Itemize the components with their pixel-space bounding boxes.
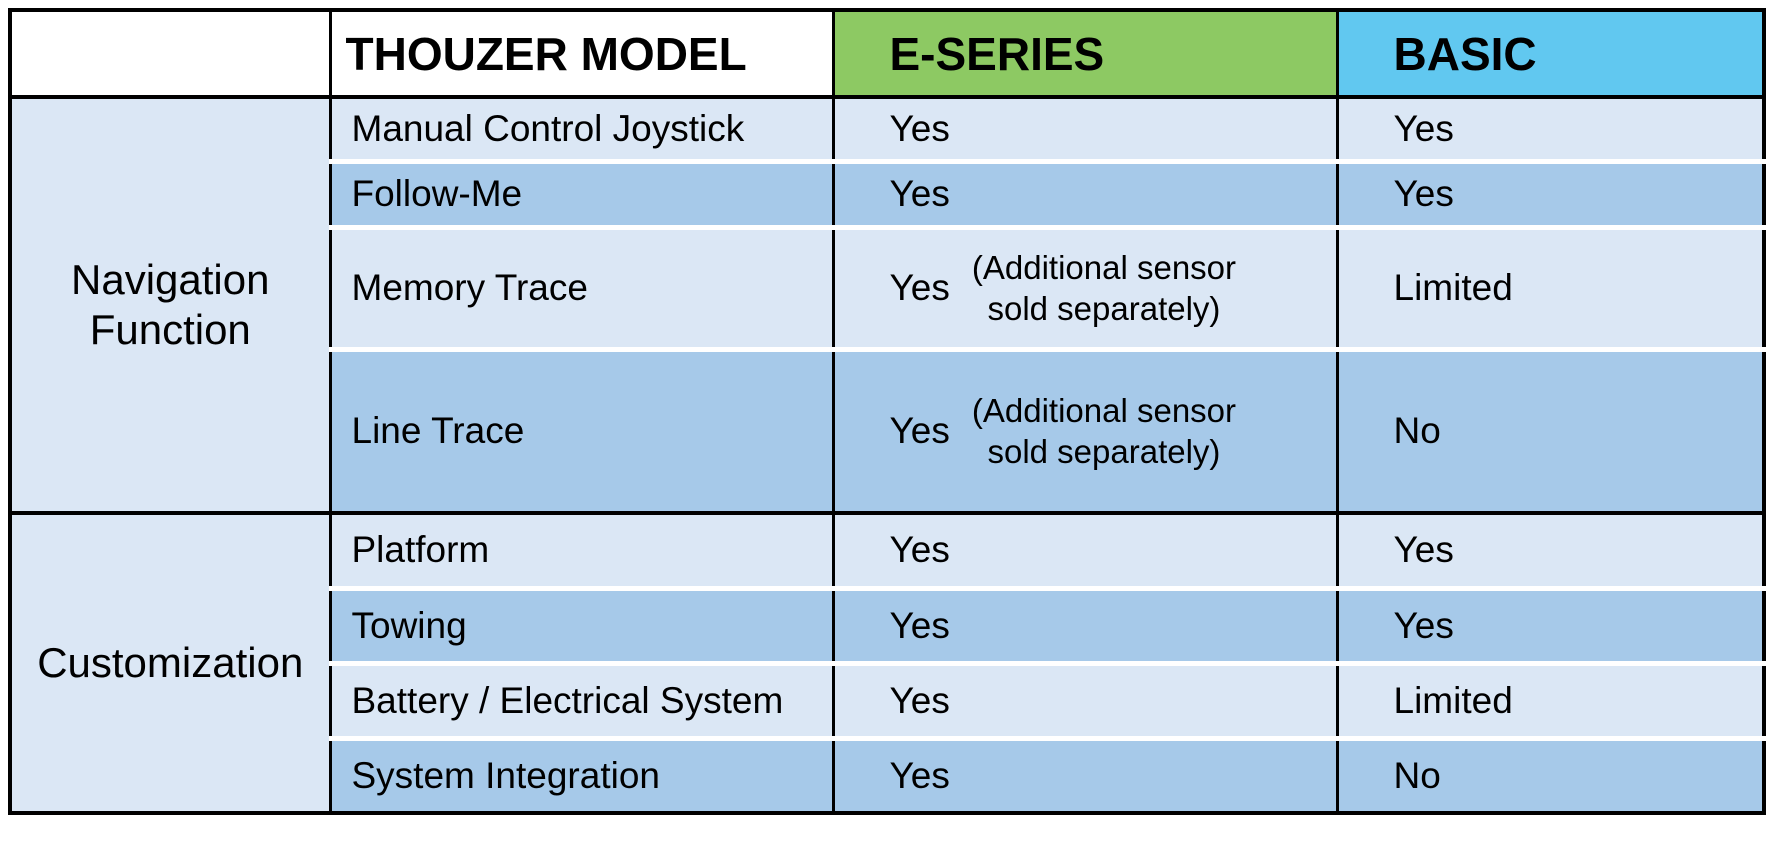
basic-value-cell: Yes <box>1335 585 1766 663</box>
feature-cell: System Integration <box>328 735 835 813</box>
feature-cell: Towing <box>328 585 835 663</box>
thouzer-comparison-table: THOUZER MODEL E-SERIES BASIC Navigation … <box>8 8 1766 815</box>
row-platform: Customization Platform Yes Yes <box>8 511 1766 813</box>
feature-cell: Line Trace <box>328 346 835 513</box>
eseries-value-cell: Yes <box>831 735 1339 813</box>
basic-value-cell: Yes <box>1335 95 1766 161</box>
basic-value-cell: No <box>1335 735 1766 813</box>
header-corner-cell <box>8 8 332 99</box>
basic-value-cell: Limited <box>1335 660 1766 738</box>
row-battery-electrical-system: Battery / Electrical System Yes Limited <box>10 660 1766 738</box>
eseries-value-cell: Yes (Additional sensor sold separately) <box>831 224 1339 349</box>
additional-sensor-note: (Additional sensor sold separately) <box>971 248 1237 327</box>
feature-cell: Platform <box>328 511 835 588</box>
additional-sensor-note: (Additional sensor sold separately) <box>971 392 1237 471</box>
value-with-note: Yes (Additional sensor sold separately) <box>890 247 1335 330</box>
value-text: Yes <box>889 267 950 308</box>
feature-cell: Manual Control Joystick <box>328 95 835 161</box>
group-cell-navigation-function: Navigation Function <box>8 95 332 513</box>
header-eseries-cell: E-SERIES <box>831 8 1339 99</box>
feature-cell: Follow-Me <box>328 158 835 227</box>
basic-value-cell: Yes <box>1335 158 1766 227</box>
eseries-value-cell: Yes <box>831 158 1339 227</box>
value-text: Yes <box>889 410 950 452</box>
eseries-value-cell: Yes <box>831 585 1339 663</box>
eseries-value-cell: Yes <box>831 660 1339 738</box>
feature-cell: Memory Trace <box>328 224 835 349</box>
feature-cell: Battery / Electrical System <box>328 660 835 738</box>
header-model-cell: THOUZER MODEL <box>328 8 835 99</box>
row-follow-me: Follow-Me Yes Yes <box>10 158 1766 227</box>
eseries-value-cell: Yes <box>831 511 1339 588</box>
value-with-note: Yes (Additional sensor sold separately) <box>890 390 1335 473</box>
basic-value-cell: Limited <box>1335 224 1766 349</box>
group-cell-customization: Customization <box>8 511 332 813</box>
row-towing: Towing Yes Yes <box>10 585 1766 663</box>
row-manual-control-joystick: Navigation Function Manual Control Joyst… <box>8 95 1766 513</box>
eseries-value-cell: Yes (Additional sensor sold separately) <box>831 346 1339 513</box>
row-memory-trace: Memory Trace Yes (Additional sensor sold… <box>10 224 1766 349</box>
row-system-integration: System Integration Yes No <box>10 735 1766 813</box>
header-basic-cell: BASIC <box>1335 8 1766 99</box>
comparison-table-canvas: THOUZER MODEL E-SERIES BASIC Navigation … <box>8 8 1766 815</box>
basic-value-cell: Yes <box>1335 511 1766 588</box>
header-row: THOUZER MODEL E-SERIES BASIC <box>8 8 1766 99</box>
row-line-trace: Line Trace Yes (Additional sensor sold s… <box>10 346 1766 513</box>
eseries-value-cell: Yes <box>831 95 1339 161</box>
basic-value-cell: No <box>1335 346 1766 513</box>
